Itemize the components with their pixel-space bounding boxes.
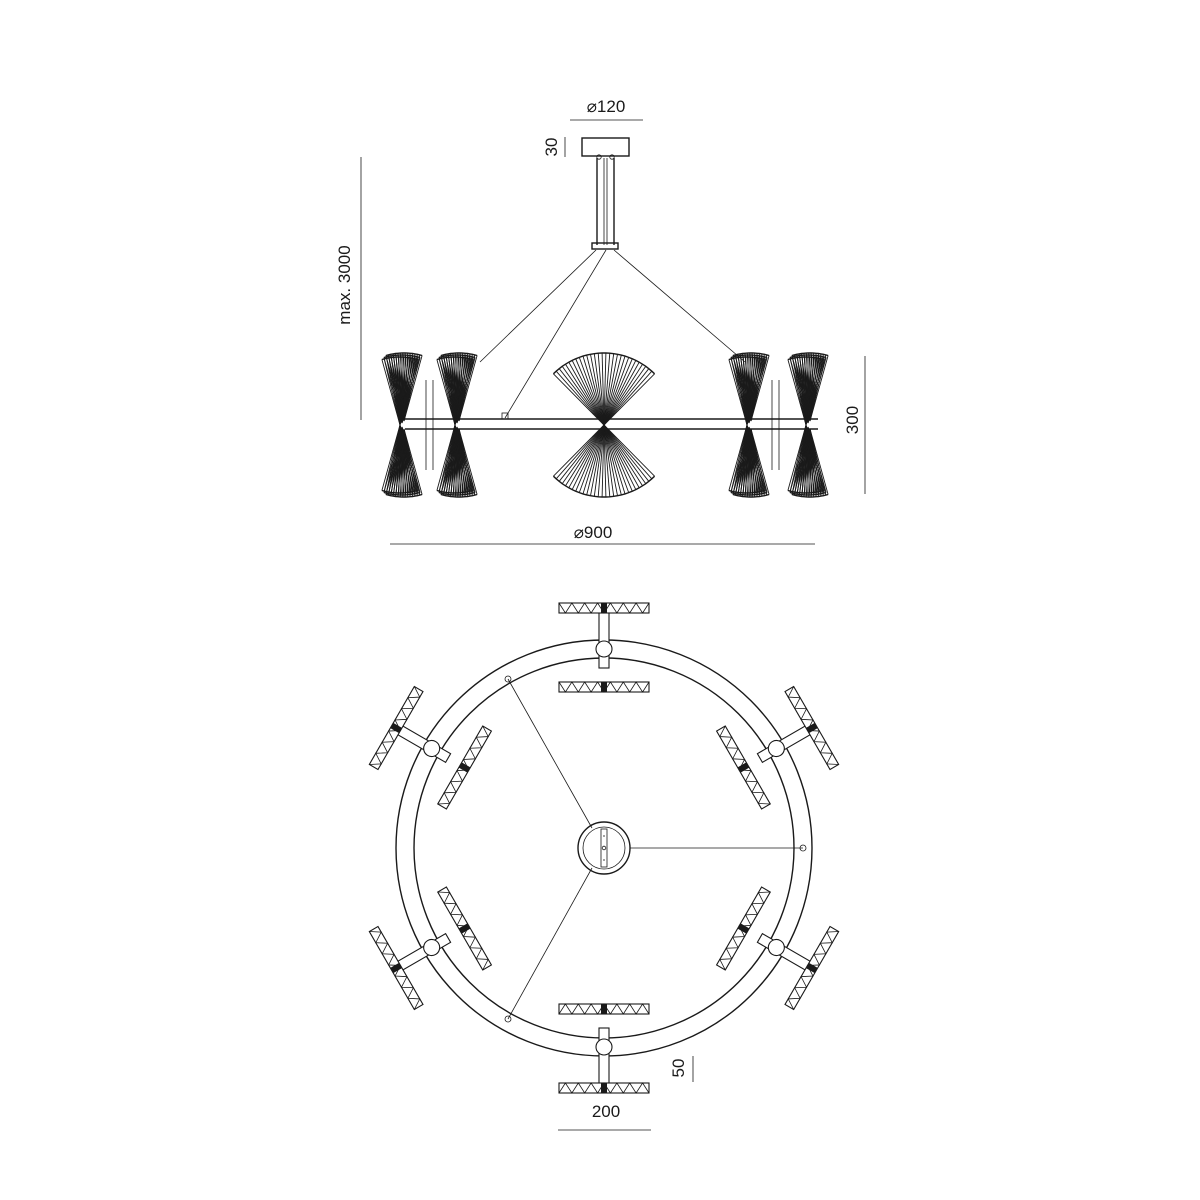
lamp-pair-5: [368, 886, 493, 1011]
body-height-label: 300: [843, 406, 862, 434]
suspension-cables-side: [479, 249, 746, 420]
canopy-diameter-label: ⌀120: [587, 97, 626, 116]
fan-right-upper-2: [732, 352, 770, 422]
ceiling-canopy: [581, 137, 630, 157]
lamp-pair-3: [715, 886, 840, 1011]
lamp-pair-6: [368, 685, 493, 810]
center-fan-lower: [552, 424, 656, 498]
fan-far-right-upper-2: [791, 352, 829, 422]
fan-right-lower-2: [732, 428, 770, 498]
max-height-label: max. 3000: [335, 245, 354, 324]
center-hub: [577, 821, 631, 875]
lamp-pair-2: [715, 685, 840, 810]
plan-lamp-pairs: [368, 602, 840, 1094]
side-elevation-view: ⌀120 30 max. 3000 300 ⌀900: [335, 97, 866, 545]
plan-view: 50 200: [368, 602, 840, 1131]
fan-far-left-lower-2: [385, 428, 423, 498]
shade-depth-label: 50: [669, 1059, 688, 1078]
dimension-lines-side: [360, 119, 866, 545]
lamp-pair-4: [558, 1003, 650, 1094]
lamp-pair-1: [558, 602, 650, 693]
fan-left-upper-2: [440, 352, 478, 422]
center-fan-upper: [552, 352, 656, 426]
fan-far-right-lower-2: [791, 428, 829, 498]
fan-left-lower-2: [440, 428, 478, 498]
suspension-stem: [591, 158, 619, 250]
overall-diameter-label: ⌀900: [574, 523, 613, 542]
shade-width-label: 200: [592, 1102, 620, 1121]
fan-shades-side: [381, 352, 829, 498]
dimension-lines-plan: [558, 1056, 694, 1131]
fan-far-left-upper-2: [385, 352, 423, 422]
canopy-height-label: 30: [542, 138, 561, 157]
suspension-cables-plan: [504, 675, 807, 1023]
